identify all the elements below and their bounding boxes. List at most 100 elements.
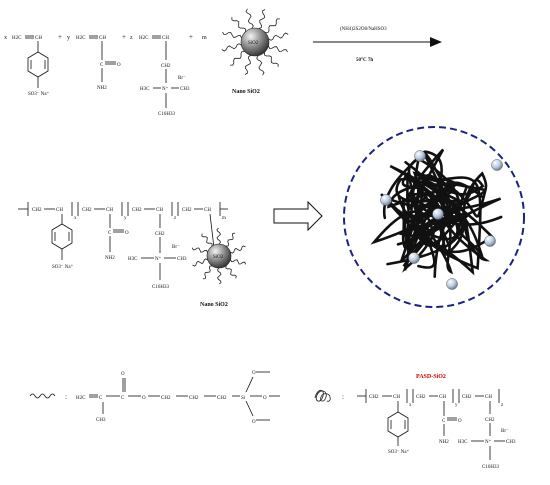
sio2-hair [222,31,242,39]
poly-bromide: Br⁻ [172,245,180,250]
poly-sub-y: y [124,216,127,221]
pasd-ch2-1: CH2 [369,395,379,400]
nanoparticle [446,278,458,290]
polymer-sio2-sphere [206,243,232,269]
sio2-sphere [240,27,270,57]
poly-carbon: C [108,231,112,236]
sio2-hair [268,32,289,41]
polymer-nano-label: Nano SiO2 [200,302,228,308]
sio2-hair [258,9,266,29]
reaction-arrow: (NH4)2S2O8/NaHSO3 50°C 7h [313,27,442,63]
poly-amine: NH2 [105,256,115,261]
sio2-hair [230,51,245,66]
silane-colon: : [65,393,67,401]
polymer-structure: CH2 CH x CH2 CH y CH2 CH z CH2 CH m SO3⁻… [18,202,247,308]
sio2-hair [244,55,252,75]
scribble-icon [314,389,331,402]
quat-bromide: Br⁻ [178,76,186,81]
silane-c1: C [99,396,103,401]
poly-ch2-4: CH2 [182,208,192,213]
silane-ch2-2: CH2 [189,396,199,401]
polymer-nano-sio2: SiO2 Nano SiO2 [191,213,247,308]
pasd-ch-1: CH [393,395,400,400]
plus-2: + [122,33,126,41]
product-label: PASD-SiO2 [416,374,446,380]
pasd-sub-y: y [455,403,458,408]
silane-o: O [142,396,146,401]
silane-ch2-1: CH2 [161,396,171,401]
plus-3: + [189,33,193,41]
plus-1: + [58,33,62,41]
coef-m: m [202,35,207,41]
silane-ch2-3: CH2 [217,396,227,401]
nanoparticle [380,194,392,206]
sio2-hair [221,43,242,52]
sio2-hair [245,8,254,29]
pasd-alkyl: C16H33 [482,465,499,470]
pasd-ch2-2: CH2 [416,395,426,400]
poly-ch-1: CH [56,208,63,213]
sio2-hair [231,17,246,32]
pasd-bromide: Br⁻ [501,429,509,434]
pasd-colon: : [342,393,344,401]
ss-vinyl-right: CH [35,36,42,41]
silane-ome-mid: O [263,396,267,401]
am-vinyl-left: H2C [76,36,86,41]
coef-y: y [67,35,70,41]
am-carbon: C [100,63,104,68]
nanoparticle [484,235,496,247]
quat-ch2: CH2 [161,64,171,69]
pasd-sub-x: x [409,403,412,408]
nanoparticle [414,150,426,162]
quat-alkyl: C16H33 [158,112,175,117]
poly-ch-2: CH [106,208,113,213]
polymer-sio2-label: SiO2 [213,255,224,260]
quat-nitrogen: N⁺ [162,86,169,92]
poly-sub-x: x [74,216,77,221]
monomer-quaternary-ammonium: H2C CH CH2 Br⁻ H3C N⁺ CH3 C16H33 [139,35,190,117]
sio2-hair [201,233,213,247]
reagent-label: (NH4)2S2O8/NaHSO3 [340,27,387,32]
sio2-hair [202,265,213,280]
pasd-carbon: C [442,419,446,424]
quat-vinyl-right: CH [162,36,169,41]
monomer-styrene-sulfonate: H2C CH SO3⁻ Na⁺ [12,35,50,97]
sio2-hair [191,247,208,253]
nanoparticle [408,252,420,264]
ss-vinyl-left: H2C [12,36,22,41]
ss-sulfonate: SO3⁻ Na⁺ [28,91,50,97]
coef-z: z [130,35,133,41]
poly-oxygen: O [125,231,129,236]
pasd-legend: : PASD-SiO2 CH2 CH x CH2 CH y CH2 CH z S… [314,374,516,470]
pasd-sulfonate: SO3⁻ Na⁺ [388,449,410,455]
monomer-reaction: x y z m + + + H2C CH SO3⁻ Na⁺ H2C CH C [4,8,442,117]
sio2-hair [268,45,288,53]
wavy-line-icon [29,393,56,399]
silane-legend: : H2C C CH3 C O O CH2 CH2 CH2 Si O O O [29,371,280,425]
poly-alkyl: C16H33 [152,285,169,290]
poly-ch2-side: CH2 [155,232,165,237]
poly-ch2-2: CH2 [82,208,92,213]
sio2-hair [230,259,247,265]
am-amine: NH2 [97,86,107,91]
nanoparticle [432,208,444,220]
quat-vinyl-left: H2C [139,36,149,41]
sio2-hair [225,265,237,279]
monomer-acrylamide: H2C CH C O NH2 [76,35,121,91]
sio2-hair [225,232,236,247]
silane-c2: C [121,396,125,401]
silane-o-top: O [121,372,125,377]
sio2-hair [256,55,265,76]
am-oxygen: O [117,63,121,68]
poly-ch2-1: CH2 [32,208,42,213]
silane-methyl: CH3 [96,418,106,423]
quat-methyl-right: CH3 [180,87,190,92]
pasd-sio2-network [343,126,525,308]
nanoparticle [491,159,503,171]
poly-nitrogen: N⁺ [155,256,162,262]
polymer-chain [402,158,467,273]
silane-ome-bottom: O [252,420,256,425]
silane-si: Si [241,396,246,401]
pasd-amine: NH2 [439,440,449,445]
